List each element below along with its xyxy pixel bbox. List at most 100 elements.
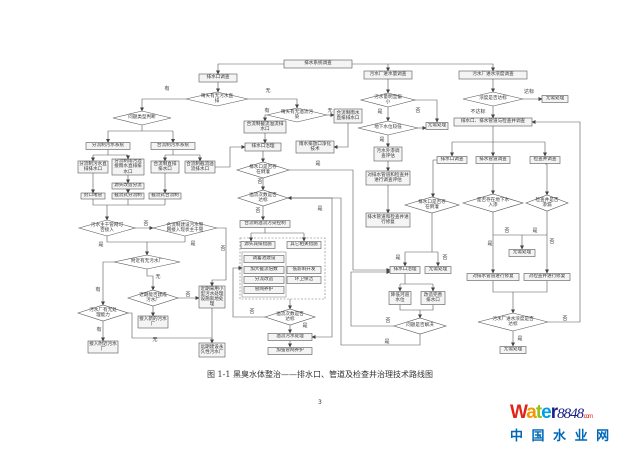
node-label: 污水厂进水浓度调查 bbox=[472, 72, 514, 78]
branch-label: 无 bbox=[152, 337, 157, 343]
node-label: 分流制雨污混接雨水直排排水口 bbox=[114, 159, 142, 175]
process-b44: 无需处理 bbox=[424, 266, 452, 274]
process-box bbox=[508, 249, 536, 257]
process-box bbox=[85, 142, 131, 150]
branch-label: 有 bbox=[95, 286, 100, 293]
node-label: 其它相关措施 bbox=[290, 242, 318, 248]
node-label: 合流制雨水直排排水口 bbox=[336, 110, 360, 121]
process-b_fl: 分流制污水系统 bbox=[85, 142, 131, 150]
connector-arrow bbox=[128, 312, 212, 339]
process-box bbox=[458, 70, 528, 80]
node-label: 管网养护 bbox=[254, 287, 274, 293]
decision-diamond bbox=[127, 289, 179, 307]
process-box bbox=[150, 142, 196, 150]
process-b7: 截流式分流制 bbox=[111, 192, 145, 200]
branch-label: 有 bbox=[96, 326, 101, 333]
process-b3: 合流制直排排水口 bbox=[150, 160, 180, 174]
node-label: 合流制截流溢流排水口 bbox=[186, 161, 214, 172]
node-label: 检查井调查 bbox=[533, 157, 557, 163]
node-label: 问题类型判断 bbox=[128, 115, 156, 121]
process-b17: 合流制溢流污染控制 bbox=[239, 220, 291, 228]
process-b14: 合流制雨水直排排水口 bbox=[333, 108, 363, 124]
process-b5: 源头改造分流 bbox=[111, 182, 145, 190]
decision-diamond bbox=[266, 107, 328, 123]
branch-label: 是 bbox=[487, 241, 492, 247]
connector-arrow bbox=[352, 63, 390, 72]
decision-d18: 污水厂进水浓度是否达标 bbox=[477, 312, 549, 332]
node-label: 无需处理 bbox=[545, 96, 565, 102]
node-label: 加强管网养护 bbox=[276, 348, 304, 354]
node-label: 合流制截流溢流排水口 bbox=[246, 121, 284, 132]
node-label: 溢流污水处理 bbox=[276, 334, 304, 340]
node-label: 源头减排措施 bbox=[244, 242, 272, 248]
decision-d1: 晴天有无污水直排 bbox=[185, 91, 249, 107]
branch-label: 无 bbox=[265, 88, 270, 94]
node-label: 溢流次数是否达标 bbox=[276, 311, 304, 322]
node-label: 排水管道调查 bbox=[479, 157, 507, 163]
process-b10: 接入附近污水厂 bbox=[87, 340, 119, 354]
node-label: 低影响开发 bbox=[292, 267, 316, 273]
process-b12: 远期建设永久性污水厂 bbox=[198, 342, 226, 358]
process-box bbox=[365, 212, 411, 228]
process-b9: 接入新的污水厂 bbox=[137, 315, 169, 329]
connector-arrow bbox=[248, 98, 299, 109]
decision-d6: 近期能否建成污水厂 bbox=[127, 289, 179, 307]
process-b30: 对排水管道和检查井进行调查评估 bbox=[365, 170, 411, 186]
process-box bbox=[373, 146, 403, 162]
process-box bbox=[111, 158, 145, 176]
branch-label: 是 bbox=[302, 323, 307, 329]
process-b21: 加大截流倍数 bbox=[243, 266, 285, 274]
process-box bbox=[363, 70, 413, 80]
connector-arrow bbox=[492, 281, 548, 293]
node-label: 污水厂进水量调查 bbox=[369, 72, 407, 78]
process-box bbox=[499, 346, 527, 354]
node-label: 检查井是否渗漏 bbox=[535, 197, 559, 208]
process-b35: 排水口、排水管道与检查井调查 bbox=[453, 117, 533, 127]
connector-arrow bbox=[531, 120, 581, 323]
node-label: 问题是否解决 bbox=[406, 323, 434, 329]
connector-arrow bbox=[106, 236, 185, 243]
node-label: 排水口调查 bbox=[206, 75, 230, 81]
process-b43: 排水口治理 bbox=[389, 266, 421, 274]
watermark-site-name: 中 国 水 业 网 bbox=[510, 429, 612, 444]
process-b22: 分流改造 bbox=[243, 276, 285, 284]
branch-label: 有 bbox=[264, 107, 269, 114]
process-box bbox=[267, 333, 313, 341]
process-b32: 无需处理 bbox=[425, 122, 449, 130]
branch-label: 否 bbox=[415, 108, 420, 114]
node-label: 分流制污水直排排水口 bbox=[79, 161, 107, 172]
node-label: 排水管道和检查井进行修复 bbox=[367, 214, 409, 225]
process-b46: 改造完善排水口 bbox=[420, 291, 446, 305]
process-b40: 对排水管道进行修复 bbox=[466, 273, 520, 281]
process-b27: 加强管网养护 bbox=[267, 347, 313, 355]
node-label: 是否存在地下水入渗 bbox=[476, 197, 510, 208]
branch-label: 是 bbox=[190, 241, 195, 247]
decision-diamond bbox=[77, 219, 137, 237]
node-label: 无需处理 bbox=[503, 347, 523, 353]
connector-arrow bbox=[146, 269, 155, 291]
node-label: 溢流次数是否达标 bbox=[249, 192, 277, 203]
process-b6: 封口堵管 bbox=[80, 192, 106, 200]
process-box bbox=[541, 95, 569, 103]
branch-label: 不达标 bbox=[470, 108, 485, 115]
process-b37: 排水管道调查 bbox=[475, 156, 511, 164]
process-b23: 管网养护 bbox=[243, 286, 285, 294]
process-box bbox=[198, 285, 226, 309]
decision-d19: 问题是否解决 bbox=[392, 317, 448, 335]
decision-d17: 检查井是否渗漏 bbox=[525, 194, 569, 212]
node-label: 无需处理 bbox=[428, 267, 448, 273]
node-label: 对排水管道和检查井进行调查评估 bbox=[367, 172, 409, 183]
source-measures-container bbox=[241, 251, 287, 298]
process-box bbox=[137, 315, 169, 329]
process-box bbox=[80, 192, 106, 200]
process-b45: 降低河道水位 bbox=[388, 291, 412, 305]
watermark-logo: Water8848.com 中 国 水 业 网 bbox=[510, 402, 630, 450]
node-label: 雨水排放口净化技术 bbox=[298, 141, 332, 152]
branch-label: 是 bbox=[517, 336, 522, 342]
decision-d15: 排水口是否存在倒灌 bbox=[403, 196, 461, 214]
process-box bbox=[111, 192, 145, 200]
node-label: 分流制污水系统 bbox=[91, 143, 125, 149]
node-label: 附近有无污水厂 bbox=[130, 259, 164, 265]
decision-diamond bbox=[403, 196, 461, 214]
